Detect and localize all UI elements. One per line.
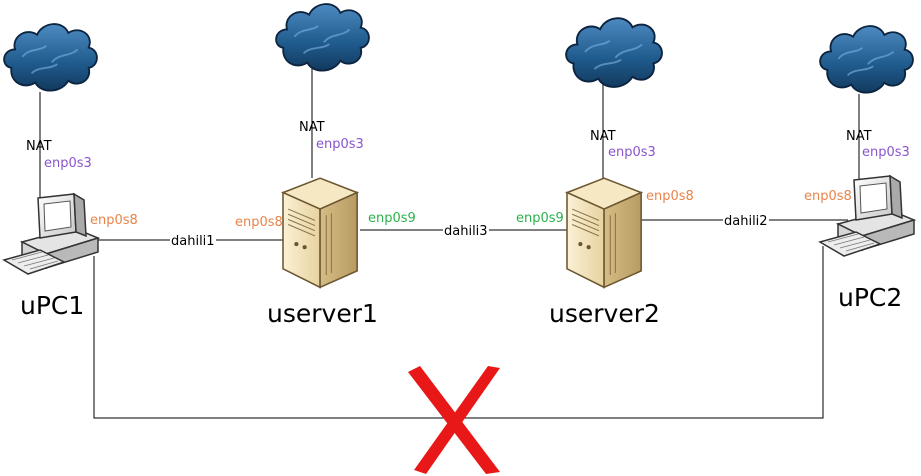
link-label-bg	[723, 211, 769, 228]
nat-label-userver2: NAT	[590, 129, 616, 144]
desktop-computer-icon	[819, 175, 915, 257]
link-label-bg	[170, 231, 216, 248]
cloud-icon	[275, 3, 370, 72]
int-if-label-upc2: enp0s8	[804, 189, 852, 204]
server-tower-icon	[282, 177, 358, 289]
host-label-upc1: uPC1	[20, 291, 84, 320]
link-label-bg	[443, 221, 489, 238]
nat-label-upc2: NAT	[846, 129, 872, 144]
cloud-icon	[565, 17, 663, 88]
ext-if-label-userver2: enp0s3	[608, 145, 656, 160]
link-label-dahili1: dahili1	[171, 234, 215, 249]
host-label-userver2: userver2	[549, 299, 660, 328]
right-if-label-userver2: enp0s8	[646, 189, 694, 204]
host-label-upc2: uPC2	[838, 283, 902, 312]
nat-label-userver1: NAT	[299, 120, 325, 135]
host-label-userver1: userver1	[267, 299, 378, 328]
ext-if-label-userver1: enp0s3	[316, 137, 364, 152]
link-label-dahili3: dahili3	[444, 224, 488, 239]
int-if-label-upc1: enp0s8	[90, 213, 138, 228]
cloud-icon	[819, 25, 914, 94]
nat-label-upc1: NAT	[26, 139, 52, 154]
right-if-label-userver1: enp0s9	[368, 211, 416, 226]
server-tower-icon	[566, 177, 642, 289]
ext-if-label-upc1: enp0s3	[44, 156, 92, 171]
link-label-dahili2: dahili2	[724, 214, 768, 229]
link-direct-upc1-upc2	[93, 246, 824, 419]
red-x-cross-icon	[408, 366, 500, 474]
desktop-computer-icon	[3, 193, 99, 275]
cloud-icon	[3, 23, 98, 92]
left-if-label-userver1: enp0s8	[235, 215, 283, 230]
left-if-label-userver2: enp0s9	[516, 211, 564, 226]
ext-if-label-upc2: enp0s3	[862, 145, 910, 160]
